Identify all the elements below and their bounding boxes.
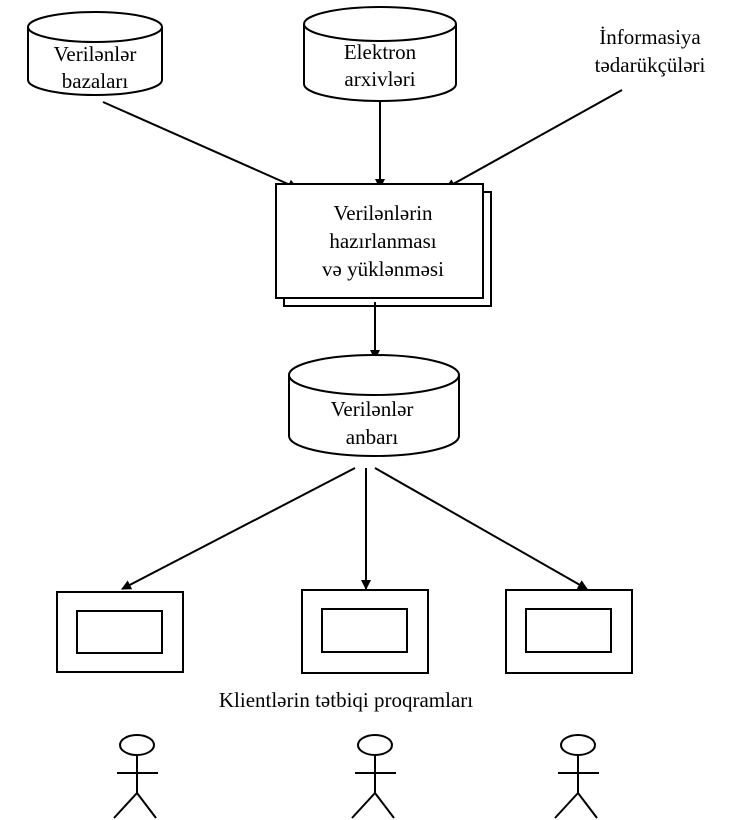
user-figure-3: [554, 734, 599, 819]
process-label-1: Verilənlərin: [333, 201, 433, 225]
client-app-3: [505, 589, 633, 674]
archives-label-1: Elektron: [344, 40, 417, 64]
arrow-warehouse-to-client-1: [121, 467, 356, 590]
client-app-2: [301, 589, 429, 674]
client-app-1: [56, 591, 184, 673]
arrow-warehouse-to-client-3: [374, 467, 588, 590]
user-figure-2: [351, 734, 396, 819]
providers-label-2: tədarükçüləri: [595, 53, 706, 77]
arrow-databases-to-process: [102, 101, 298, 189]
databases-cylinder: Verilənlər bazaları: [27, 11, 163, 96]
process-label-3: və yüklənməsi: [322, 257, 444, 281]
process-box: Verilənlərin hazırlanması və yüklənməsi: [275, 183, 492, 307]
warehouse-cylinder: Verilənlər anbarı: [288, 354, 460, 457]
databases-label-1: Verilənlər: [54, 42, 137, 66]
providers-source: İnformasiya tədarükçüləri: [595, 25, 706, 77]
process-label-2: hazırlanması: [329, 229, 436, 253]
clients-caption: Klientlərin tətbiqi proqramları: [219, 688, 473, 712]
archives-cylinder: Elektron arxivləri: [303, 6, 457, 102]
providers-label-1: İnformasiya: [599, 25, 701, 49]
user-figure-1: [113, 734, 158, 819]
databases-label-2: bazaları: [62, 69, 129, 93]
archives-label-2: arxivləri: [344, 67, 415, 91]
warehouse-label-2: anbarı: [346, 425, 399, 449]
arrow-providers-to-process: [445, 89, 623, 189]
warehouse-label-1: Verilənlər: [331, 397, 414, 421]
